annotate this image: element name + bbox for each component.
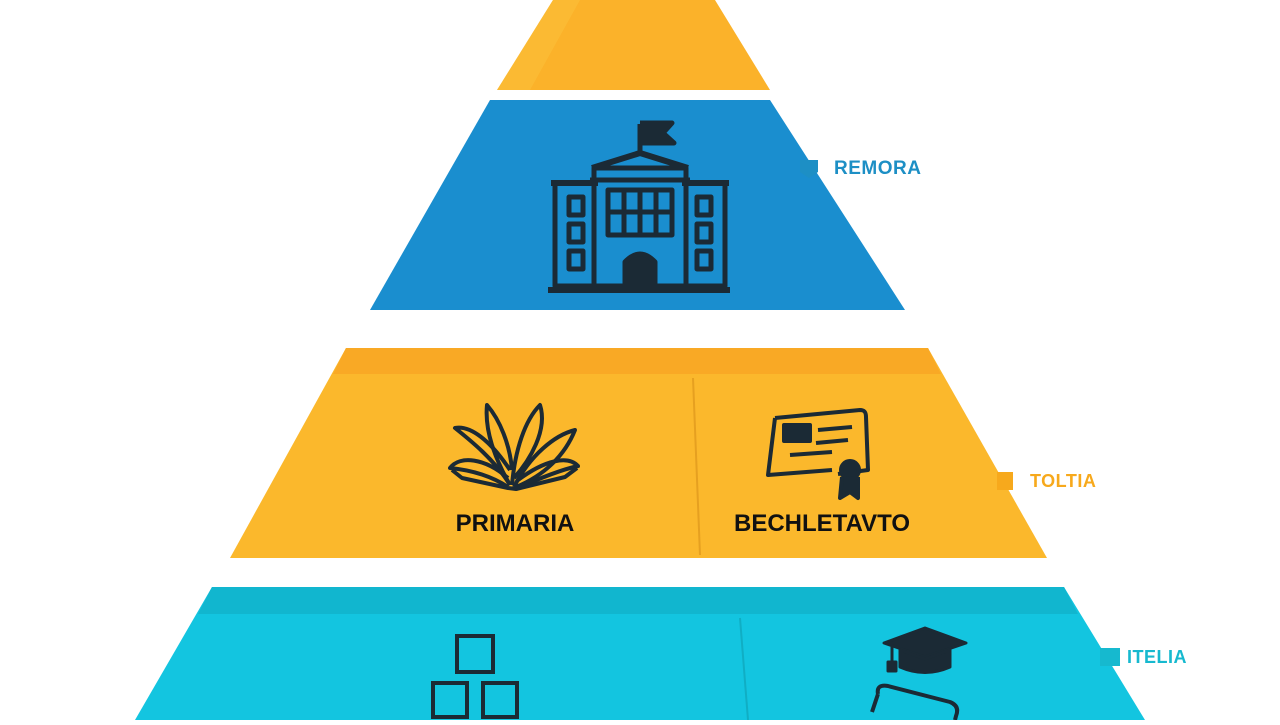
side-marker-orange [997, 472, 1013, 490]
tier3-left-label: PRIMARIA [455, 510, 575, 537]
open-book-icon [448, 403, 580, 491]
pyramid-tier-yellow [230, 348, 1047, 558]
side-marker-blue [800, 160, 818, 178]
tier3-right-label: BECHLETAVTO [733, 510, 911, 537]
graduation-cap-icon [870, 626, 968, 721]
blocks-icon [431, 634, 519, 719]
side-marker-cyan [1100, 648, 1120, 666]
side-label-tier4: ITELIA [1127, 647, 1187, 667]
side-label-tier3: TOLTIA [1030, 471, 1097, 491]
side-label-tier2: REMORA [834, 158, 922, 179]
diploma-certificate-icon [766, 408, 870, 500]
school-building-icon [548, 120, 730, 293]
